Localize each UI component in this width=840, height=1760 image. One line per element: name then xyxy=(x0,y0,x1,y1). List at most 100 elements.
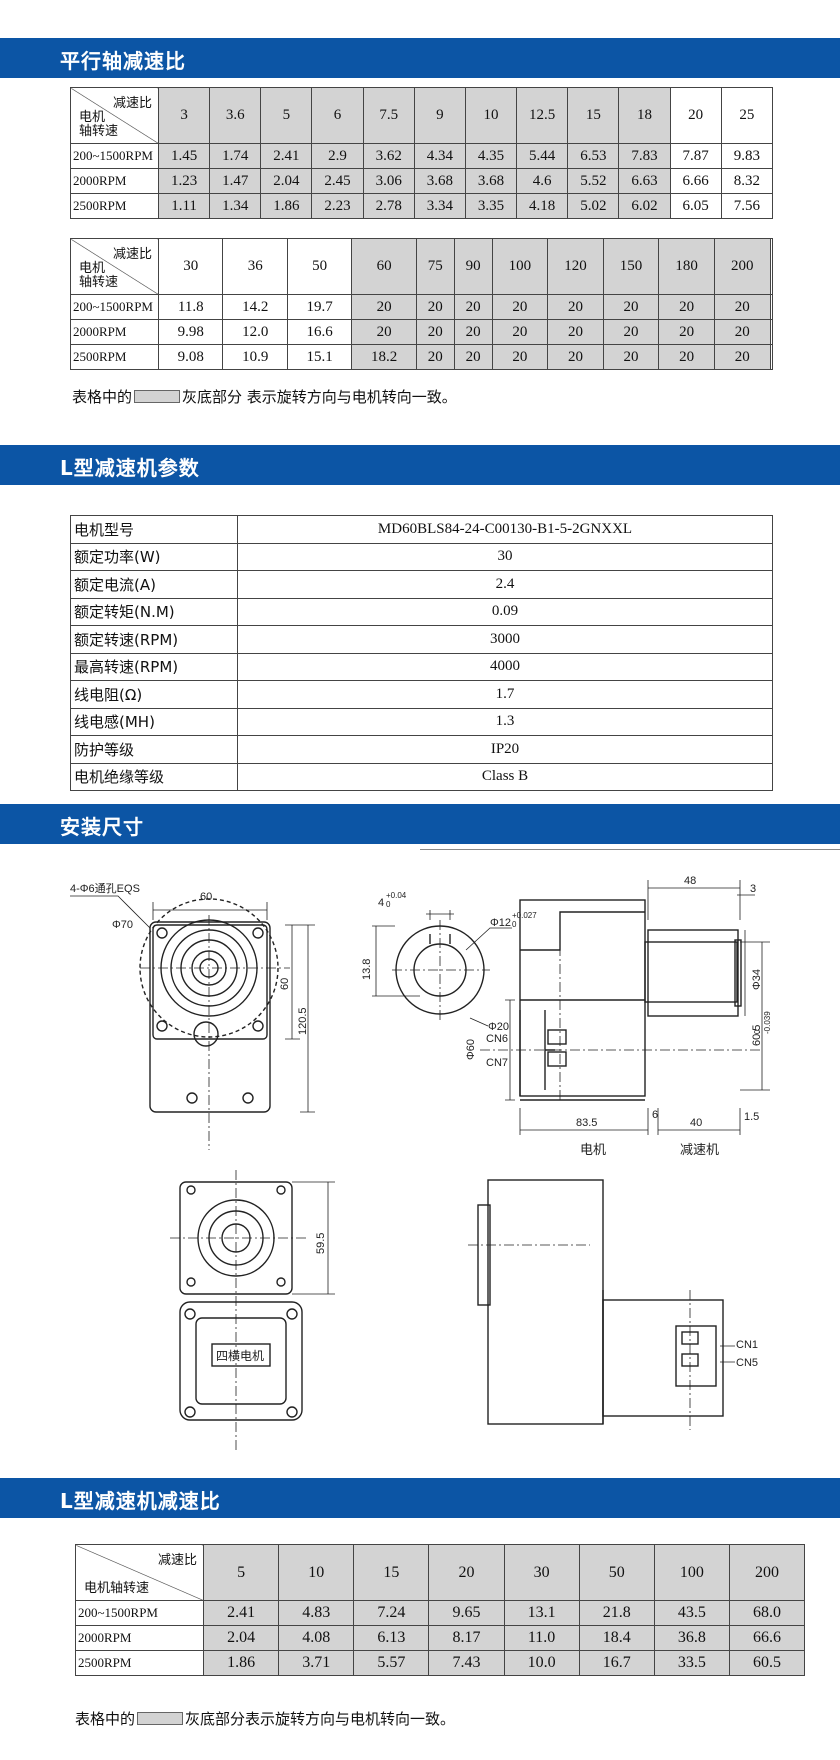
speed-value-cell: 20 xyxy=(491,344,549,370)
ratio-header-cell: 100 xyxy=(491,238,549,295)
speed-value-cell: 20 xyxy=(453,344,493,370)
svg-text:-0.039: -0.039 xyxy=(763,1011,772,1034)
speed-value-cell: 66.6 xyxy=(728,1625,806,1651)
speed-value-cell: 3.68 xyxy=(413,168,466,194)
speed-value-cell: 13.1 xyxy=(503,1600,580,1626)
speed-value-cell: 1.34 xyxy=(209,193,262,219)
header-ratio-label: 减速比 xyxy=(157,1553,197,1568)
ratio-header-cell: 30 xyxy=(157,238,224,295)
param-key: 电机型号 xyxy=(70,515,238,544)
speed-value-cell: 6.02 xyxy=(618,193,671,219)
ratio-header-cell: 36 xyxy=(222,238,288,295)
label-d835: 83.5 xyxy=(576,1117,597,1129)
speed-value-cell: 2.9 xyxy=(311,143,364,169)
svg-text:0: 0 xyxy=(386,900,391,909)
section-header-params: L型减速机参数 xyxy=(0,445,840,485)
speed-value-cell: 3.35 xyxy=(464,193,518,219)
speed-value-cell: 2.78 xyxy=(362,193,415,219)
label-front-h60: 60 xyxy=(279,978,291,990)
speed-value-cell: 4.6 xyxy=(516,168,569,194)
speed-value-cell: 5.57 xyxy=(353,1650,430,1676)
label-d20: Φ20 xyxy=(488,1021,509,1033)
speed-value-cell: 4.08 xyxy=(278,1625,355,1651)
speed-value-cell: 20 xyxy=(415,344,455,370)
speed-value-cell: 20 xyxy=(491,319,549,345)
speed-value-cell: 1.86 xyxy=(202,1650,280,1676)
speed-value-cell: 6.63 xyxy=(618,168,671,194)
speed-value-cell: 2.41 xyxy=(202,1600,280,1626)
ratio-header-cell: 60 xyxy=(351,238,417,295)
header-speed-label: 电机轴转速 xyxy=(84,1581,150,1596)
speed-value-cell: 11.8 xyxy=(157,294,224,320)
ratio-header-cell: 200 xyxy=(728,1544,806,1601)
label-reducer: 减速机 xyxy=(680,1142,719,1157)
section-header-dimensions: 安装尺寸 xyxy=(0,804,840,850)
param-value: IP20 xyxy=(237,735,773,764)
section-title: L型减速机减速比 xyxy=(60,1489,221,1513)
ratio-header-cell: 120 xyxy=(547,238,604,295)
param-row: 额定电流(A)2.4 xyxy=(70,570,773,599)
label-d60: Φ60 xyxy=(465,1039,477,1060)
speed-value-cell: 18.4 xyxy=(578,1625,655,1651)
speed-value-cell: 20 xyxy=(658,319,715,345)
speed-value-cell: 10.9 xyxy=(222,344,288,370)
speed-value-cell: 20 xyxy=(453,319,493,345)
speed-value-cell: 6.13 xyxy=(353,1625,430,1651)
ratio-header-cell: 20 xyxy=(428,1544,505,1601)
speed-value-cell: 9.08 xyxy=(157,344,224,370)
speed-value-cell: 20 xyxy=(351,294,417,320)
label-d48: 48 xyxy=(684,875,696,887)
param-value: 2.4 xyxy=(237,570,773,599)
ratio-header-cell: 180 xyxy=(658,238,715,295)
speed-value-cell: 8.17 xyxy=(428,1625,505,1651)
ratio-header-cell: 150 xyxy=(602,238,660,295)
speed-value-cell: 20 xyxy=(415,319,455,345)
speed-value-cell: 1.23 xyxy=(157,168,211,194)
ratio-header-cell: 6 xyxy=(311,87,364,144)
header-diagonal-cell: 减速比电机轴转速 xyxy=(75,1544,204,1601)
ratio-header-cell: 50 xyxy=(286,238,353,295)
param-row: 额定功率(W)30 xyxy=(70,542,773,571)
param-row: 最高转速(RPM)4000 xyxy=(70,652,773,681)
ratio-header-cell: 10 xyxy=(464,87,518,144)
speed-value-cell: 1.11 xyxy=(157,193,211,219)
speed-value-cell: 8.32 xyxy=(720,168,774,194)
label-d70: Φ70 xyxy=(112,919,133,931)
speed-value-cell: 60.5 xyxy=(728,1650,806,1676)
ratio-header-cell: 15 xyxy=(353,1544,430,1601)
speed-value-cell: 9.83 xyxy=(720,143,774,169)
speed-value-cell: 2.04 xyxy=(202,1625,280,1651)
speed-value-cell: 20 xyxy=(602,344,660,370)
param-value: Class B xyxy=(237,762,773,791)
ratio-header-cell: 100 xyxy=(653,1544,730,1601)
speed-value-cell: 19.7 xyxy=(286,294,353,320)
speed-value-cell: 3.62 xyxy=(362,143,415,169)
param-value: 30 xyxy=(237,542,773,571)
speed-value-cell: 20 xyxy=(713,319,771,345)
speed-value-cell: 7.83 xyxy=(618,143,671,169)
speed-label-cell: 200~1500RPM xyxy=(75,1600,204,1626)
ratio-header-cell: 9 xyxy=(413,87,466,144)
speed-value-cell: 10.0 xyxy=(503,1650,580,1676)
speed-label-cell: 2000RPM xyxy=(75,1625,204,1651)
speed-value-cell: 3.34 xyxy=(413,193,466,219)
label-front-w60: 60 xyxy=(200,891,212,903)
speed-label-cell: 200~1500RPM xyxy=(70,294,159,320)
speed-value-cell: 2.23 xyxy=(311,193,364,219)
ratio-header-cell: 15 xyxy=(567,87,620,144)
speed-value-cell: 4.83 xyxy=(278,1600,355,1626)
gray-swatch xyxy=(134,390,181,403)
header-speed-label: 电机轴转速 xyxy=(79,110,119,139)
label-cn6: CN6 xyxy=(486,1033,508,1045)
svg-text:+0.04: +0.04 xyxy=(386,891,407,900)
label-d595: 59.5 xyxy=(315,1233,327,1254)
speed-label-cell: 2000RPM xyxy=(70,319,159,345)
